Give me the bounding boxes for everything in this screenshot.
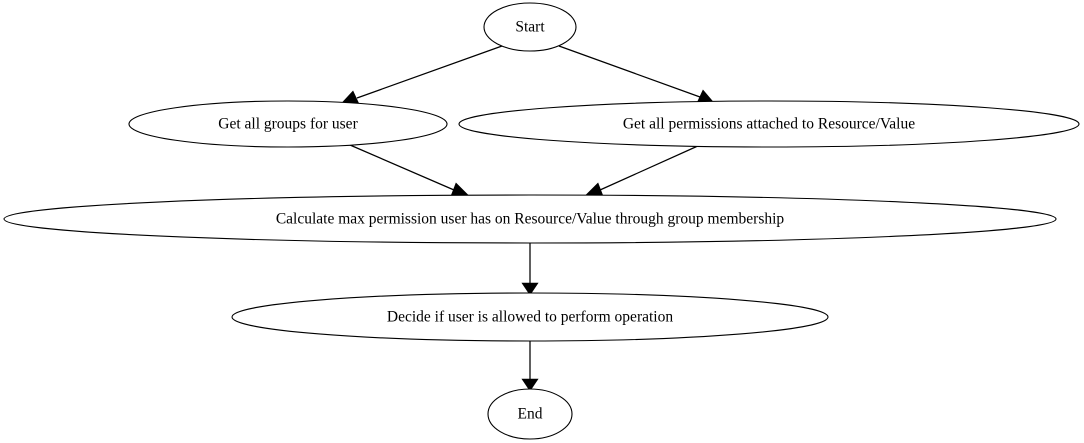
edge-groups-to-calculate xyxy=(349,144,470,197)
edge-start-to-groups xyxy=(340,45,503,105)
node-shape-ellipse xyxy=(483,2,577,52)
node-shape-ellipse xyxy=(487,388,573,440)
edge-decide-to-end xyxy=(521,341,539,392)
edge-line xyxy=(356,45,503,99)
node-shape-ellipse xyxy=(231,292,829,342)
node-get-all-groups-for-user[interactable]: Get all groups for user xyxy=(128,100,448,148)
arrowhead-icon xyxy=(521,282,539,296)
edge-calculate-to-decide xyxy=(521,243,539,296)
node-label-calculate: Calculate max permission user has on Res… xyxy=(276,211,785,228)
node-calculate-max-permission[interactable]: Calculate max permission user has on Res… xyxy=(3,194,1057,244)
node-start[interactable]: Start xyxy=(483,2,577,52)
edge-perms-to-calculate xyxy=(584,144,701,197)
node-label-start: Start xyxy=(515,19,545,36)
node-label-groups: Get all groups for user xyxy=(218,116,358,133)
node-label-end: End xyxy=(518,406,543,423)
node-shape-ellipse xyxy=(128,100,448,148)
node-shape-ellipse xyxy=(458,100,1080,148)
node-shape-ellipse xyxy=(3,194,1057,244)
arrowhead-icon xyxy=(584,182,604,197)
edge-start-to-perms xyxy=(558,45,715,104)
arrowhead-icon xyxy=(450,182,470,197)
node-label-decide: Decide if user is allowed to perform ope… xyxy=(387,309,673,326)
edge-line xyxy=(349,144,455,191)
node-decide-if-allowed[interactable]: Decide if user is allowed to perform ope… xyxy=(231,292,829,342)
node-label-permissions: Get all permissions attached to Resource… xyxy=(623,116,915,133)
node-get-all-permissions[interactable]: Get all permissions attached to Resource… xyxy=(458,100,1080,148)
edge-line xyxy=(599,144,701,191)
edge-line xyxy=(558,45,701,98)
node-end[interactable]: End xyxy=(487,388,573,440)
arrowhead-icon xyxy=(521,378,539,392)
